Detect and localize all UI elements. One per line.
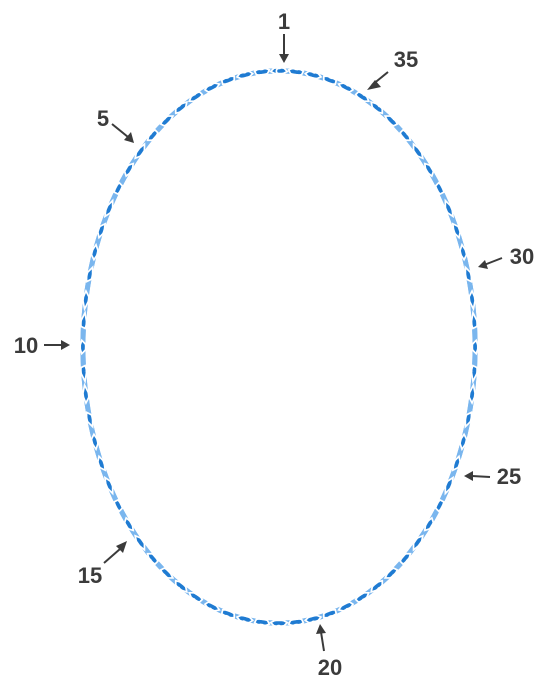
helix-strand-front xyxy=(225,79,232,82)
helix-strand-front xyxy=(292,622,300,623)
helix-strand-front xyxy=(241,618,248,620)
arrowhead-25 xyxy=(464,471,473,481)
helix-strand-front xyxy=(258,622,266,623)
helix-strand-front xyxy=(468,274,469,278)
helix-strand-front xyxy=(108,207,110,211)
helix-strand-front xyxy=(94,440,95,444)
helix-strand-front xyxy=(127,522,130,526)
label-marker-35: 35 xyxy=(367,47,418,90)
arrowhead-5 xyxy=(124,132,134,143)
turn-label-5: 5 xyxy=(97,106,109,131)
helix-strand-front xyxy=(456,228,457,232)
label-marker-1: 1 xyxy=(278,9,290,63)
turn-label-1: 1 xyxy=(278,9,290,34)
helix-strand-front xyxy=(309,618,316,620)
helix-strand-front xyxy=(326,613,333,616)
label-marker-30: 30 xyxy=(478,244,534,269)
helix-strand-front xyxy=(89,417,90,421)
helix-strand-front xyxy=(326,79,333,82)
arrowhead-30 xyxy=(478,260,488,269)
helix-strand-front xyxy=(456,462,457,466)
turn-label-20: 20 xyxy=(318,655,342,680)
helix-strand-front xyxy=(139,540,142,544)
helix-strand-front xyxy=(258,71,266,72)
helix-strand-front xyxy=(309,74,316,76)
helix-strand-front xyxy=(463,440,464,444)
turn-label-35: 35 xyxy=(394,47,418,72)
helix-strand-front xyxy=(127,167,130,171)
helix-strand-front xyxy=(439,503,441,507)
helix-strand-front xyxy=(416,150,419,154)
turn-label-15: 15 xyxy=(78,563,102,588)
dna-double-helix-ring xyxy=(83,71,475,624)
helix-strand-front xyxy=(448,207,450,211)
helix-strand-front xyxy=(117,503,119,507)
helix-strand-front xyxy=(89,274,90,278)
helix-strand-front xyxy=(292,71,300,72)
helix-strand-front xyxy=(108,483,110,487)
turn-label-25: 25 xyxy=(497,464,521,489)
arrow-25 xyxy=(472,476,490,477)
arrow-30 xyxy=(484,258,502,265)
label-marker-15: 15 xyxy=(78,541,127,588)
helix-strand-front xyxy=(448,483,450,487)
arrow-15 xyxy=(104,549,120,563)
helix-strand-front xyxy=(117,187,119,191)
arrowhead-10 xyxy=(61,340,70,350)
label-marker-20: 20 xyxy=(316,624,342,680)
arrowhead-35 xyxy=(367,80,381,90)
helix-strand-front xyxy=(241,74,248,76)
helix-strand-front xyxy=(472,297,473,301)
helix-strand-front xyxy=(468,417,469,421)
helix-strand-front xyxy=(101,462,102,466)
helix-strand-front xyxy=(428,167,431,171)
helix-strand-front xyxy=(428,522,431,526)
label-marker-25: 25 xyxy=(464,464,521,489)
turn-label-30: 30 xyxy=(510,244,534,269)
helix-strand-front xyxy=(416,540,419,544)
label-marker-5: 5 xyxy=(97,106,134,143)
label-marker-10: 10 xyxy=(14,333,70,358)
helix-strand-front xyxy=(86,393,87,397)
helix-strand-front xyxy=(439,187,441,191)
helix-strand-front xyxy=(225,613,232,616)
arrow-5 xyxy=(112,124,128,137)
arrowhead-20 xyxy=(316,624,326,634)
helix-strand-front xyxy=(101,228,102,232)
arrowhead-1 xyxy=(279,54,289,63)
helix-strand-front xyxy=(139,150,142,154)
turn-label-10: 10 xyxy=(14,333,38,358)
helix-strand-front xyxy=(94,251,95,255)
helix-strand-front xyxy=(463,251,464,255)
arrow-20 xyxy=(321,632,324,651)
